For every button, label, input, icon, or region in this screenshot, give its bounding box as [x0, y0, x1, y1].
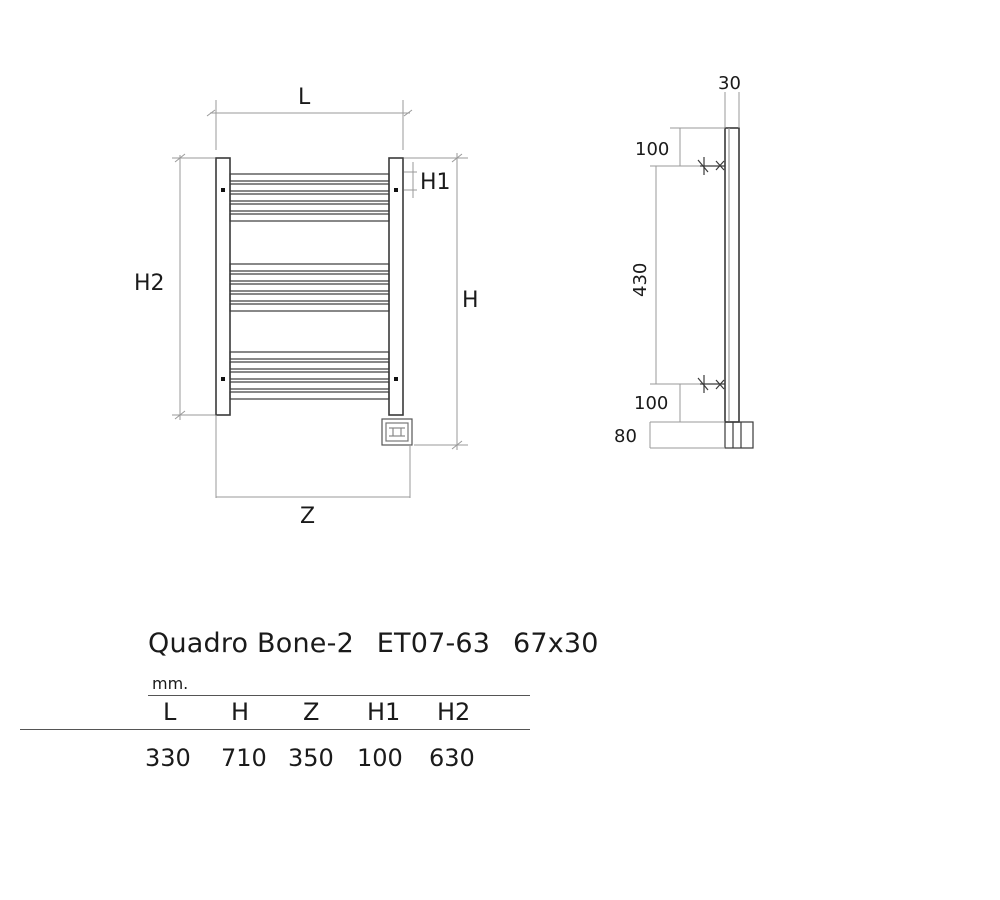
dim-label-H: H — [462, 288, 479, 313]
product-code: ET07-63 — [376, 628, 491, 659]
divider-bottom — [20, 729, 530, 730]
rung-group-middle — [229, 263, 390, 312]
front-dimensions — [172, 100, 468, 498]
side-heater — [724, 421, 754, 449]
dim-label-top-offset: 100 — [635, 139, 669, 160]
spec-value-H2: 630 — [429, 744, 475, 772]
unit-label: mm. — [152, 674, 189, 693]
spec-header-H: H — [231, 698, 250, 726]
mount-points — [221, 188, 398, 381]
dim-label-H1: H1 — [420, 170, 451, 195]
side-view — [697, 127, 754, 449]
dim-label-L: L — [298, 85, 311, 110]
top-bracket — [697, 157, 725, 175]
spec-header-H1: H1 — [367, 698, 401, 726]
side-dimensions — [649, 92, 740, 449]
spec-header-H2: H2 — [437, 698, 471, 726]
front-view — [215, 157, 413, 446]
dim-label-bottom-offset: 100 — [634, 393, 668, 414]
product-name: Quadro Bone-2 — [148, 628, 354, 659]
product-title: Quadro Bone-2 ET07-63 67x30 — [148, 628, 613, 659]
spec-header-Z: Z — [303, 698, 320, 726]
heater-box — [381, 418, 413, 446]
right-rail — [388, 157, 404, 416]
spec-header-L: L — [163, 698, 177, 726]
rung-group-bottom — [229, 351, 390, 400]
product-size: 67x30 — [512, 628, 599, 659]
divider-top — [148, 695, 530, 696]
rung-group-top — [229, 173, 390, 222]
spec-value-Z: 350 — [288, 744, 334, 772]
dim-label-Z: Z — [300, 504, 315, 529]
left-rail — [215, 157, 231, 416]
spec-value-H: 710 — [221, 744, 267, 772]
spec-value-H1: 100 — [357, 744, 403, 772]
dim-label-H2: H2 — [134, 271, 165, 296]
dim-label-base: 80 — [614, 426, 637, 447]
dim-label-center: 430 — [630, 263, 651, 297]
bottom-bracket — [697, 375, 725, 393]
dim-label-depth: 30 — [718, 73, 741, 94]
spec-value-L: 330 — [145, 744, 191, 772]
side-rail — [724, 127, 740, 423]
